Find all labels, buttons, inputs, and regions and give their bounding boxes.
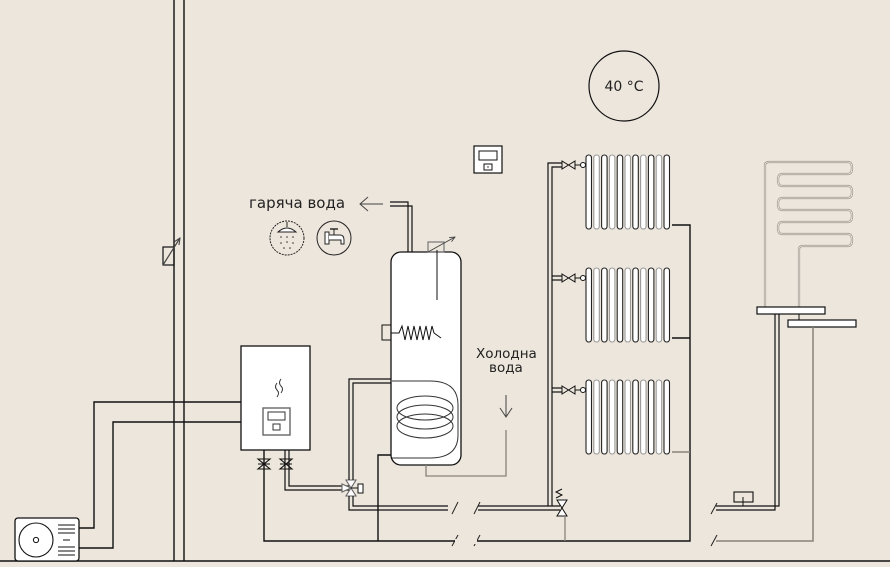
radiator-fin (593, 379, 600, 455)
floor-heating-loop (716, 160, 857, 542)
radiator-fin (616, 267, 624, 343)
radiator-fin (601, 154, 608, 230)
radiator-fin (616, 379, 624, 455)
shutoff-valve-icon (278, 458, 294, 470)
controller-panel (262, 407, 291, 436)
radiator-fin (601, 379, 608, 455)
pipe-break-marks (451, 501, 718, 547)
floor-manifold-return (787, 319, 857, 328)
dhw-tank (381, 201, 507, 477)
radiator-fin (663, 267, 671, 343)
radiator-fin (640, 154, 647, 230)
radiator-fin (593, 267, 600, 343)
radiator-fin (593, 154, 600, 230)
radiator-fin (655, 154, 663, 230)
radiator (561, 379, 671, 455)
radiator-fin (640, 379, 647, 455)
radiator-supply-riser (547, 162, 562, 506)
room-temperature-label: 40 °C (604, 79, 643, 95)
outdoor-sensor-icon (162, 238, 180, 266)
cold-water-label-line2: вода (489, 360, 523, 376)
radiator-fin (632, 267, 639, 343)
radiator-fin (608, 379, 616, 455)
mixing-valve-icon (554, 488, 568, 541)
cold-water-arrow-icon (499, 395, 513, 418)
radiator-fin (585, 154, 593, 230)
radiator-fin (624, 379, 632, 455)
radiator-fin (624, 154, 632, 230)
indoor-unit (240, 345, 311, 451)
radiator-fin (663, 154, 671, 230)
radiators (561, 154, 671, 455)
radiator-valve-icon (561, 273, 576, 283)
radiator-fin (647, 154, 655, 230)
radiator-valve-icon (561, 385, 576, 395)
heating-supply-pipe (348, 496, 560, 511)
hot-water-arrow-icon (359, 196, 383, 212)
radiator-fin (616, 154, 624, 230)
tap-icon (316, 220, 352, 256)
wall (173, 0, 185, 561)
flow-pipe (284, 450, 349, 491)
room-thermostat-icon (473, 145, 503, 174)
radiator-fin (585, 267, 593, 343)
cold-water-label-line1: Холодна (476, 346, 537, 362)
heat-icon (275, 382, 279, 398)
radiator-fin (663, 379, 671, 455)
room-temperature-indicator (588, 50, 660, 122)
coil-supply-pipe (348, 378, 392, 480)
refrigerant-lines (79, 401, 241, 549)
radiator-fin (632, 379, 639, 455)
radiator-fin (632, 154, 639, 230)
radiator-fin (655, 379, 663, 455)
outdoor-unit-icon (14, 517, 80, 562)
radiator (561, 267, 671, 343)
radiator (561, 154, 671, 230)
radiator-fin (608, 154, 616, 230)
shower-icon (269, 220, 305, 256)
return-pipe (263, 224, 691, 542)
radiator-fin (624, 267, 632, 343)
coil-return-pipe (377, 454, 392, 541)
radiator-fin (585, 379, 593, 455)
radiator-fin (640, 267, 647, 343)
hot-water-label: гаряча вода (249, 194, 345, 212)
radiator-fin (647, 379, 655, 455)
radiator-fin (655, 267, 663, 343)
electric-heater-icon (391, 324, 442, 341)
radiator-fin (647, 267, 655, 343)
radiator-fin (601, 267, 608, 343)
radiator-valve-icon (561, 160, 576, 170)
three-way-valve-icon (341, 479, 364, 497)
radiator-fin (608, 267, 616, 343)
floor-manifold-supply (756, 306, 826, 315)
